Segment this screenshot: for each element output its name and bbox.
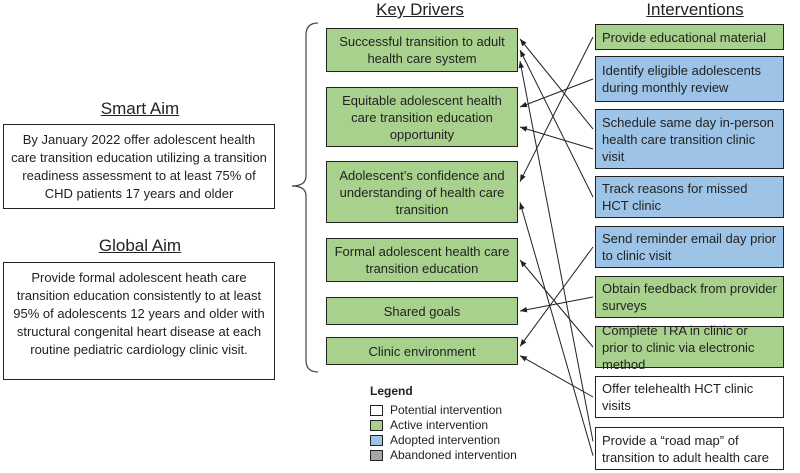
legend-swatch (370, 419, 383, 431)
legend-title: Legend (370, 384, 413, 398)
intervention-label: Send reminder email day prior to clinic … (602, 231, 777, 263)
legend-item-adopted: Adopted intervention (370, 433, 500, 447)
driver-shared-goals: Shared goals (326, 297, 518, 325)
legend-swatch (370, 449, 383, 461)
connection-arrow (519, 259, 594, 348)
connection-arrow (519, 49, 594, 198)
intervention-label: Track reasons for missed HCT clinic (602, 181, 748, 213)
connection-arrows (518, 36, 594, 456)
intervention-reminder-email: Send reminder email day prior to clinic … (595, 226, 784, 268)
intervention-schedule-same-day: Schedule same day in-person health care … (595, 109, 784, 169)
connection-arrow (519, 202, 594, 456)
driver-clinic-environment: Clinic environment (326, 337, 518, 365)
intervention-label: Schedule same day in-person health care … (602, 114, 774, 164)
global-aim-heading: Global Aim (98, 236, 182, 255)
driver-confidence-understanding: Adolescent’s confidence and understandin… (326, 161, 518, 223)
intervention-track-missed: Track reasons for missed HCT clinic (595, 176, 784, 218)
legend-label: Potential intervention (390, 403, 503, 417)
connection-arrow (519, 355, 594, 398)
driver-formal-education: Formal adolescent health care transition… (326, 238, 518, 282)
driver-equitable-opportunity: Equitable adolescent health care transit… (326, 87, 518, 147)
intervention-label: Provide a “road map” of transition to ad… (602, 432, 769, 465)
interventions-heading: Interventions (646, 0, 744, 19)
legend-item-potential: Potential intervention (370, 403, 502, 417)
intervention-label: Obtain feedback from provider surveys (602, 281, 777, 313)
legend-item-abandoned: Abandoned intervention (370, 448, 517, 462)
connection-arrow (519, 38, 594, 130)
intervention-label: Complete TRA in clinic or prior to clini… (602, 322, 755, 372)
intervention-label: Offer telehealth HCT clinic visits (602, 381, 754, 413)
global-aim-box: Provide formal adolescent heath care tra… (3, 262, 275, 380)
intervention-label: Provide educational material (602, 29, 767, 45)
connection-arrow (519, 126, 594, 150)
connection-arrow (519, 246, 594, 347)
smart-aim-heading: Smart Aim (100, 99, 180, 118)
legend-label: Adopted intervention (390, 433, 501, 447)
connection-arrow (519, 36, 594, 182)
connection-arrow (518, 60, 594, 442)
key-drivers-heading: Key Drivers (376, 0, 464, 19)
intervention-label: Identify eligible adolescents during mon… (602, 63, 761, 95)
smart-aim-box: By January 2022 offer adolescent health … (3, 124, 275, 209)
intervention-educational-material: Provide educational material (595, 24, 784, 50)
intervention-identify-eligible: Identify eligible adolescents during mon… (595, 56, 784, 102)
connection-arrow (519, 78, 594, 108)
intervention-telehealth: Offer telehealth HCT clinic visits (595, 376, 784, 418)
intervention-road-map: Provide a “road map” of transition to ad… (595, 427, 784, 470)
intervention-provider-surveys: Obtain feedback from provider surveys (595, 276, 784, 318)
intervention-complete-tra: Complete TRA in clinic or prior to clini… (595, 323, 784, 372)
driver-successful-transition: Successful transition to adult health ca… (326, 28, 518, 72)
legend-swatch (370, 434, 383, 446)
grouping-brace (291, 22, 319, 373)
legend-item-active: Active intervention (370, 418, 488, 432)
legend-label: Active intervention (390, 418, 489, 432)
legend-label: Abandoned intervention (390, 448, 517, 462)
legend-swatch (370, 404, 383, 416)
